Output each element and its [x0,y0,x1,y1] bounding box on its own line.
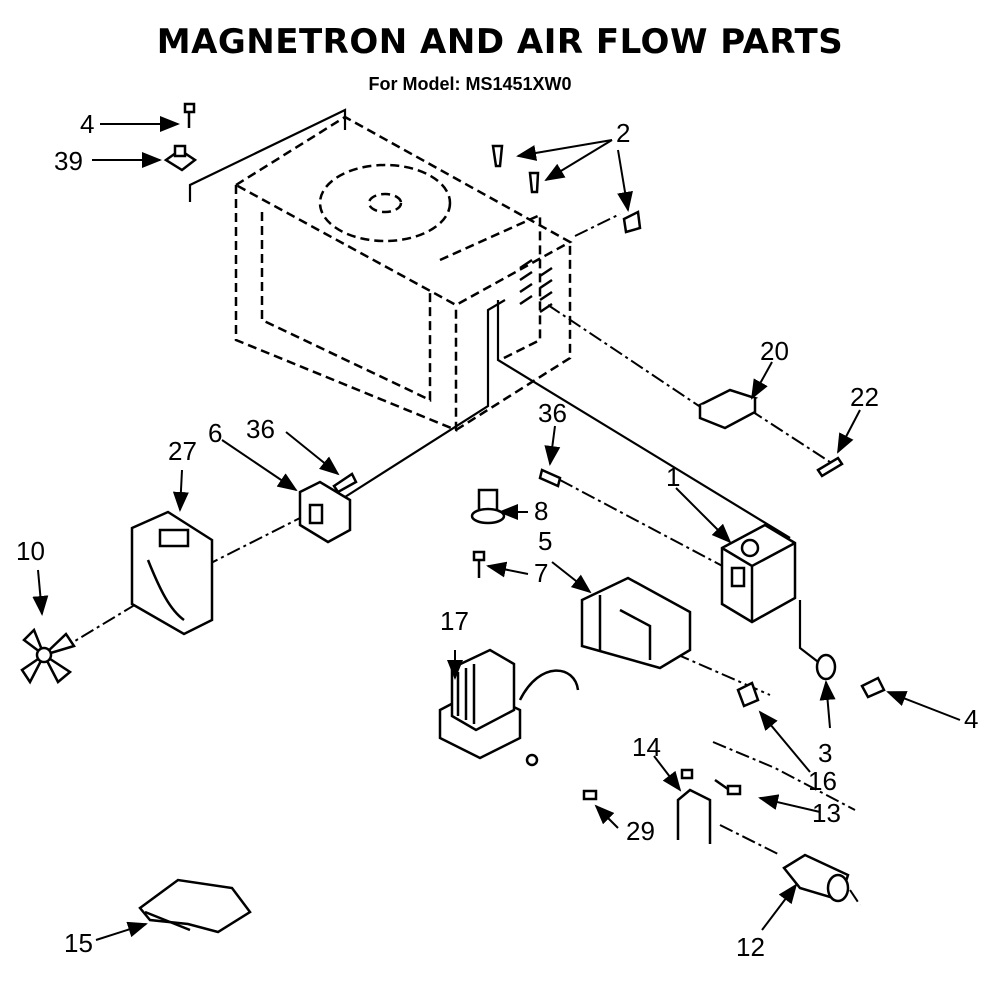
callout-15: 15 [64,928,93,958]
screw-4-right [860,676,886,699]
fan-blade-10 [20,627,76,685]
callout-8: 8 [534,496,548,526]
screw-36-right [538,468,562,488]
callout-29: 29 [626,816,655,846]
callout-2: 2 [616,118,630,148]
callout-4-right: 4 [964,704,978,734]
fan-motor-6 [298,480,352,544]
fan-shroud-27 [130,510,214,636]
callout-22: 22 [850,382,879,412]
air-guide-5 [580,576,692,670]
callout-20: 20 [760,336,789,366]
callout-10: 10 [16,536,45,566]
clip-3 [815,653,837,681]
callout-6: 6 [208,418,222,448]
callout-3: 3 [818,738,832,768]
callout-14: 14 [632,732,661,762]
callout-36-left: 36 [246,414,275,444]
connection-lines [59,213,861,906]
screws-2 [491,144,642,234]
transformer-17 [438,648,580,760]
callout-4-top: 4 [80,109,94,139]
screw-16 [736,681,760,708]
callout-16: 16 [808,766,837,796]
callout-17: 17 [440,606,469,636]
microwave-cabinet [233,115,573,432]
screw-4-top [183,102,196,128]
callout-27: 27 [168,436,197,466]
callout-1: 1 [666,462,680,492]
callout-13: 13 [812,798,841,828]
callout-5: 5 [538,526,552,556]
capacitor-bracket-14 [676,768,712,844]
callout-39: 39 [54,146,83,176]
callout-36-right: 36 [538,398,567,428]
screw-36-left [332,472,358,494]
capacitor-12 [782,853,850,903]
leader-arrows [32,116,961,941]
nut-39 [163,144,198,172]
callout-7: 7 [534,558,548,588]
magnetron-1 [720,523,797,624]
callout-12: 12 [736,932,765,962]
bracket-20 [696,388,759,430]
cabinet-vents [519,258,553,314]
diagram-title: MAGNETRON AND AIR FLOW PARTS [156,22,844,62]
nut-29 [525,753,598,801]
screw-22 [816,456,844,478]
damper-15 [138,878,252,934]
model-subtitle: For Model: MS1451XW0 [368,74,572,94]
thermostat-8 [470,488,506,525]
diode-13 [714,778,742,796]
screw-7 [472,550,486,578]
